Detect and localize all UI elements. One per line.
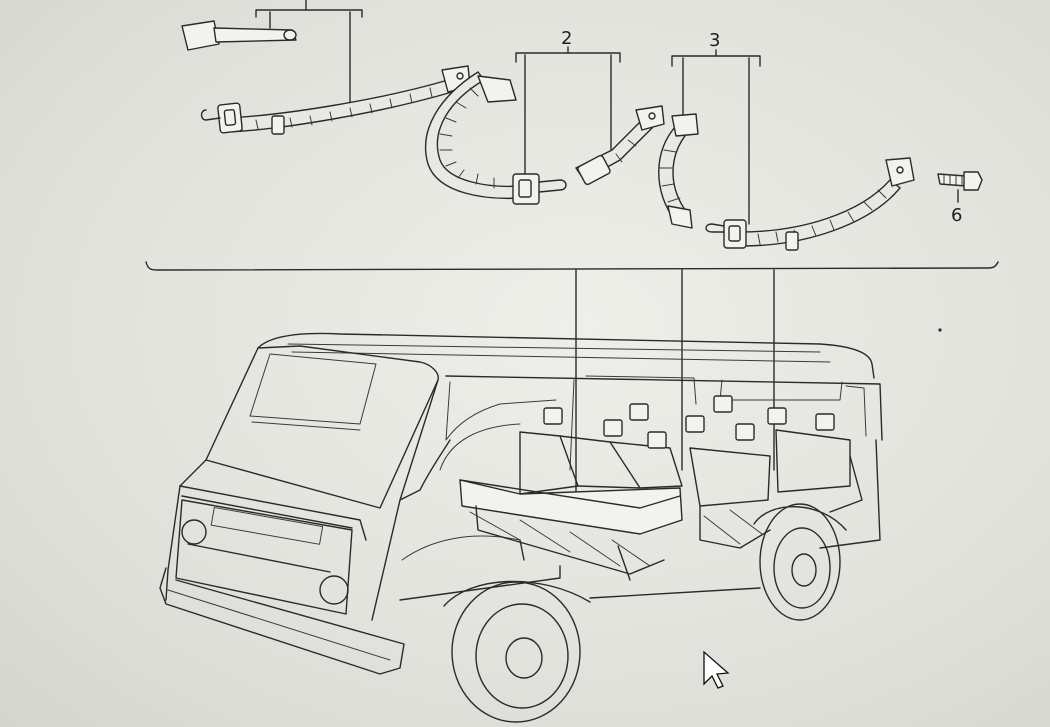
bracket-3-top (671, 55, 761, 67)
print-speck (938, 328, 942, 332)
main-bracket (145, 261, 999, 501)
callout-2-label: 2 (561, 28, 572, 49)
bolt-part-6: 6 (937, 171, 983, 226)
belt-assembly-1 (181, 0, 471, 135)
bracket-2-top (515, 52, 621, 63)
van-illustration (159, 332, 883, 723)
belt-assembly-3: 3 (658, 30, 915, 251)
callout-6-label: 6 (951, 205, 962, 226)
mouse-pointer-icon (703, 650, 730, 689)
belt-assembly-2: 2 (424, 28, 665, 205)
bracket-1-top (255, 9, 363, 18)
callout-3-label: 3 (709, 30, 720, 51)
